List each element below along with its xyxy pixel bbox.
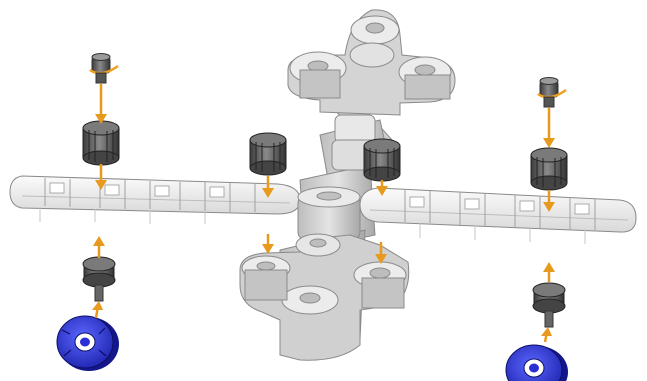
- pinion-gear-right-upper: [530, 147, 568, 191]
- middle-hub: [297, 186, 361, 241]
- arrow-up-icon: [93, 236, 105, 258]
- blue-wheel-left: [56, 315, 119, 371]
- small-gear-left: [82, 256, 116, 302]
- arrow-down-icon: [376, 180, 388, 196]
- axle-pin-left: [89, 53, 119, 84]
- arrow-up-icon: [541, 327, 552, 343]
- axle-pin-right: [537, 77, 567, 108]
- arrow-up-icon: [543, 262, 555, 282]
- arrow-down-icon: [95, 164, 107, 190]
- left-rail: [9, 175, 301, 224]
- arrow-down-icon: [95, 84, 107, 124]
- arrow-down-icon: [262, 234, 274, 254]
- right-rail: [359, 187, 637, 244]
- pinion-gear-center-left: [249, 132, 287, 176]
- pinion-gear-center-right: [363, 138, 401, 182]
- arrow-down-icon: [543, 190, 555, 212]
- assembly-arrows: [92, 84, 555, 343]
- bottom-hub: [239, 233, 410, 361]
- pinion-gear-left-upper: [82, 120, 120, 166]
- arrow-up-icon: [92, 301, 103, 319]
- blue-wheel-right: [505, 344, 568, 381]
- arrow-down-icon: [375, 242, 387, 264]
- arrow-down-icon: [262, 176, 274, 198]
- top-hub: [287, 9, 456, 116]
- small-gear-right: [532, 282, 566, 328]
- arrow-down-icon: [543, 108, 555, 148]
